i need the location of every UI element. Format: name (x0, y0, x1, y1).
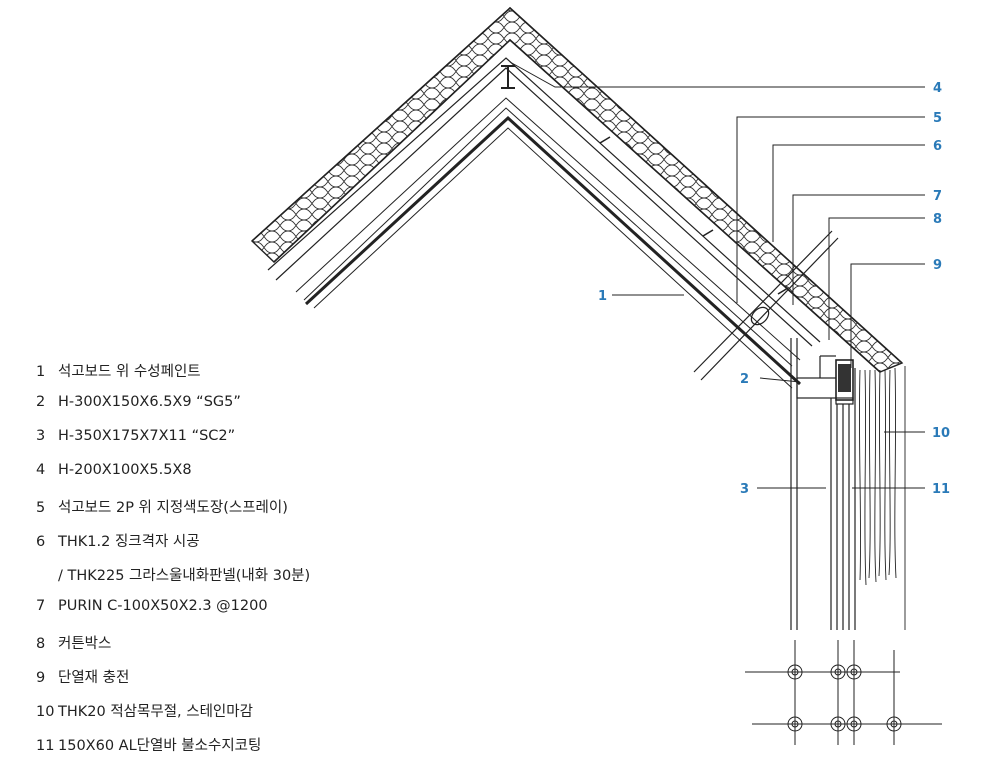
callout-5: 5 (933, 111, 942, 126)
callout-2: 2 (740, 372, 749, 387)
callout-4: 4 (933, 81, 942, 96)
grid-markers (745, 640, 942, 745)
curtain-box-assembly (796, 355, 854, 405)
eave-diagonal-member (693, 230, 839, 381)
roof-finish-layers (267, 57, 821, 389)
ridge-h-beam (501, 65, 515, 89)
callout-10: 10 (932, 426, 950, 441)
wood-cladding (858, 366, 906, 630)
leader-lines (509, 61, 925, 489)
vertical-columns (790, 338, 856, 630)
purlin-marks (599, 136, 789, 295)
legend-item-continuation: / THK225 그라스울내화판넬(내화 30분) (58, 568, 311, 584)
callout-3: 3 (740, 482, 749, 497)
roof-insulation-panel (250, 6, 904, 373)
callout-11: 11 (932, 482, 950, 497)
callout-6: 6 (933, 139, 942, 154)
callout-9: 9 (933, 258, 942, 273)
callout-numbers: 4 5 6 7 8 9 1 2 10 3 11 (598, 81, 950, 497)
callout-8: 8 (933, 212, 942, 227)
callout-7: 7 (933, 189, 942, 204)
callout-1: 1 (598, 289, 607, 304)
